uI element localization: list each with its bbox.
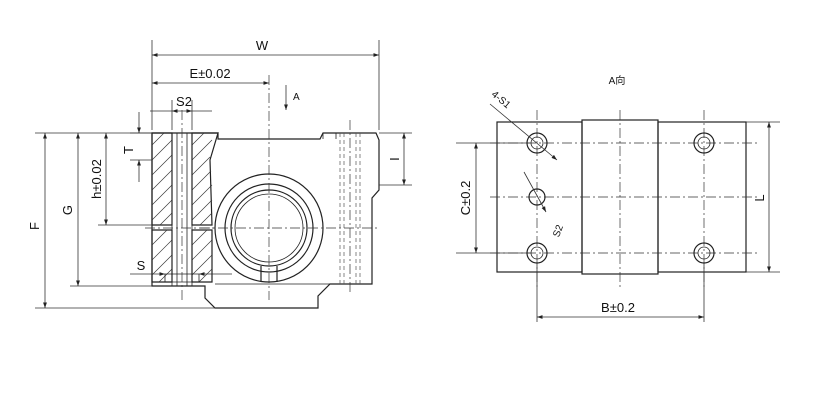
mounting-holes [526,132,715,264]
view-a-marker: A [293,92,300,103]
block-outline [151,132,380,309]
front-view: W E±0.02 A S2 T h±0.02 G F [27,38,412,309]
dim-w-label: W [256,38,269,53]
dim-s-label: S [137,258,146,273]
dim-h-label: h±0.02 [89,159,104,199]
right-threaded-hole [339,120,361,295]
dim-l-label: L [752,194,767,201]
side-view: A向 4-S1 S2 [456,74,780,322]
side-dim-s2-label: S2 [551,223,566,239]
bearing-bore [200,75,380,300]
dim-c-label: C±0.2 [458,181,473,216]
dim-e-label: E±0.02 [189,66,230,81]
dim-b-label: B±0.2 [601,300,635,315]
dim-t-label: T [121,146,136,154]
dim-f-label: F [27,222,42,230]
dim-g-label: G [60,205,75,215]
dim-s2-label: S2 [176,94,192,109]
side-view-title: A向 [609,74,626,87]
top-edge-detail [217,133,337,139]
dim-i-label: I [387,157,402,161]
dim-s1-label: 4-S1 [489,89,513,111]
left-section [151,110,219,300]
